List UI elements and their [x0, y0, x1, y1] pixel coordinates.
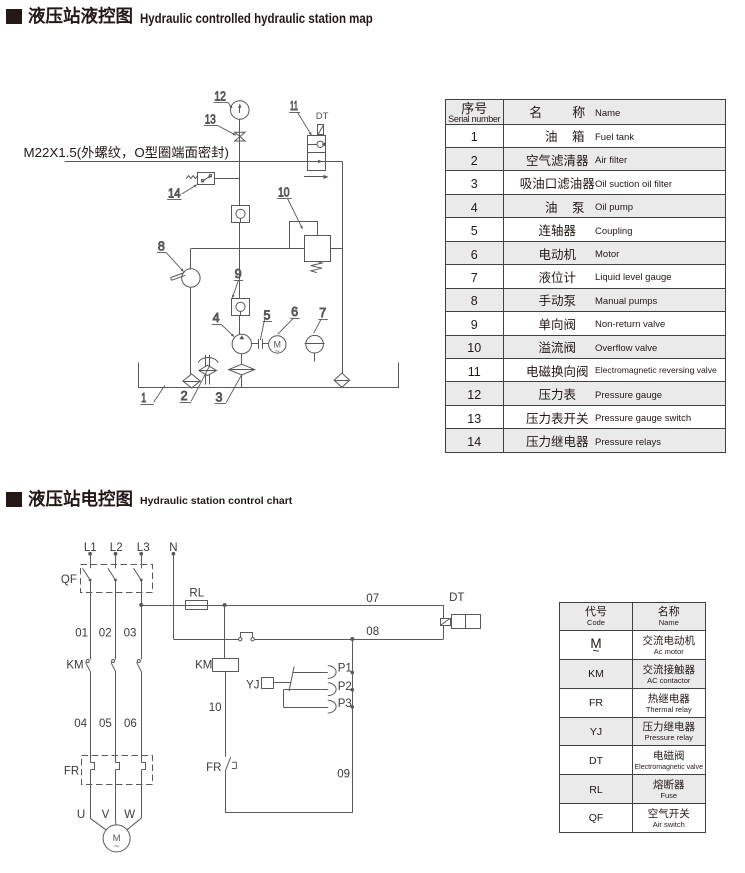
svg-text:KM: KM [66, 660, 83, 672]
svg-text:09: 09 [337, 768, 350, 780]
svg-text:10: 10 [278, 185, 290, 199]
svg-text:DT: DT [316, 111, 329, 122]
svg-text:6: 6 [291, 305, 298, 319]
svg-text:~: ~ [114, 841, 119, 851]
svg-text:U: U [77, 809, 85, 821]
svg-text:06: 06 [124, 718, 137, 730]
svg-text:KM: KM [195, 659, 212, 671]
svg-text:13: 13 [205, 113, 216, 127]
svg-text:14: 14 [168, 187, 181, 201]
svg-text:YJ: YJ [246, 680, 259, 692]
svg-text:~: ~ [275, 346, 280, 356]
svg-text:P3: P3 [338, 698, 352, 710]
svg-text:RL: RL [189, 588, 204, 600]
svg-text:N: N [169, 542, 177, 554]
svg-text:P1: P1 [338, 663, 352, 675]
svg-text:V: V [102, 809, 110, 821]
svg-text:L2: L2 [110, 542, 123, 554]
svg-text:10: 10 [209, 702, 222, 714]
svg-text:01: 01 [75, 628, 88, 640]
svg-text:M: M [274, 340, 281, 350]
svg-text:1: 1 [141, 391, 146, 405]
svg-text:5: 5 [264, 308, 271, 322]
svg-text:W: W [124, 809, 135, 821]
svg-text:M: M [113, 833, 121, 844]
svg-text:L1: L1 [84, 542, 97, 554]
svg-text:05: 05 [99, 718, 112, 730]
svg-text:2: 2 [181, 389, 188, 403]
svg-text:12: 12 [214, 89, 226, 103]
svg-text:08: 08 [366, 626, 379, 638]
svg-text:4: 4 [213, 311, 220, 325]
svg-text:7: 7 [319, 306, 326, 320]
svg-text:8: 8 [158, 240, 165, 254]
svg-text:04: 04 [74, 718, 87, 730]
svg-text:07: 07 [366, 593, 379, 605]
svg-text:03: 03 [124, 628, 137, 640]
svg-text:02: 02 [99, 628, 112, 640]
svg-text:11: 11 [290, 99, 298, 113]
svg-text:FR: FR [206, 762, 221, 774]
svg-text:DT: DT [449, 592, 464, 604]
svg-text:P2: P2 [338, 681, 352, 693]
svg-text:FR: FR [64, 766, 79, 778]
svg-text:L3: L3 [137, 542, 150, 554]
svg-text:9: 9 [235, 267, 242, 281]
svg-text:QF: QF [61, 574, 77, 586]
svg-text:3: 3 [216, 390, 223, 404]
